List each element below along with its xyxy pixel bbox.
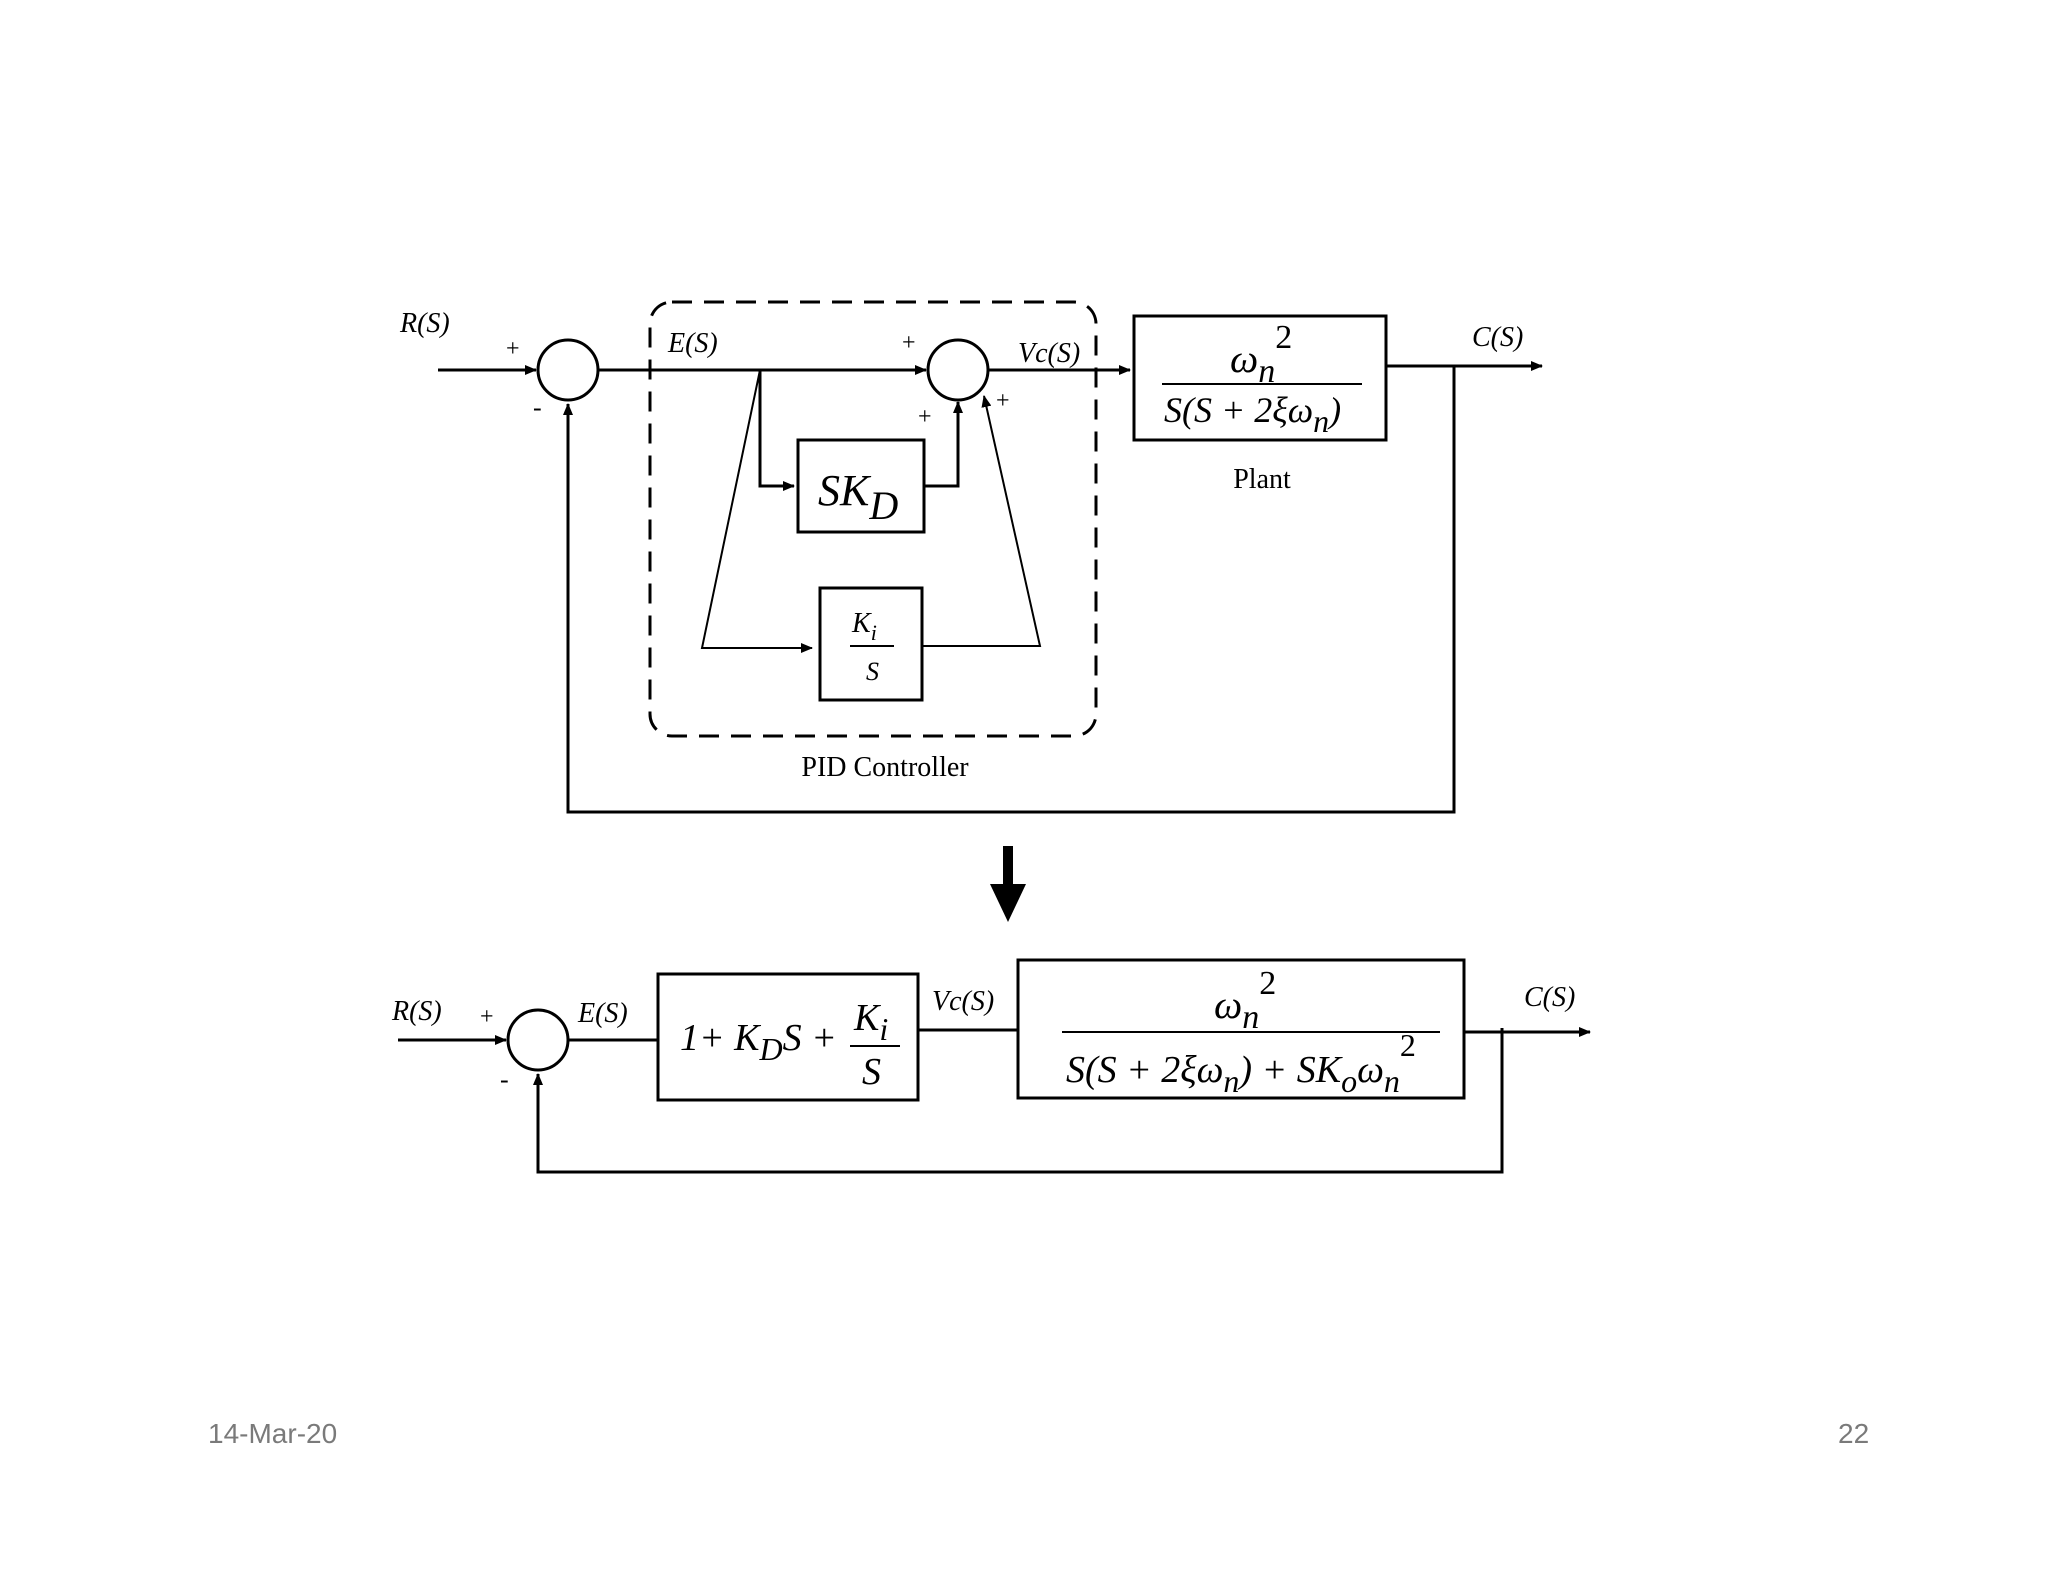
top-output-label: C(S) — [1472, 322, 1523, 353]
pid-controller-caption: PID Controller — [801, 752, 969, 783]
top-diagram: R(S) + - PID Controller E(S) SKD Ki S + … — [399, 300, 1543, 814]
sum1-minus-sign: - — [533, 393, 542, 422]
derivative-block-label: SKD — [818, 466, 898, 528]
derivative-branch-wire — [758, 370, 795, 491]
plant-caption: Plant — [1233, 464, 1291, 495]
transform-arrow — [990, 846, 1026, 922]
plant-block — [1132, 314, 1388, 442]
sum2-plus-top: + — [902, 330, 916, 356]
integral-output-wire — [922, 395, 1042, 647]
pid-controller-boundary — [648, 300, 1098, 738]
modified-plant-numerator: ωn2 — [1214, 965, 1276, 1036]
summing-junction-2 — [926, 338, 990, 402]
derivative-output-wire — [924, 401, 963, 488]
bottom-diagram: R(S) + - E(S) 1+ KDS + Ki S Vc(S) ωn2 S(… — [391, 958, 1591, 1174]
top-vc-label: Vc(S) — [1018, 338, 1080, 369]
modified-plant-denominator: S(S + 2ξωn) + SKoωn2 — [1066, 1027, 1416, 1099]
plant-numerator: ωn2 — [1230, 319, 1292, 390]
bottom-vc-label: Vc(S) — [932, 986, 994, 1017]
sum2-plus-right: + — [996, 388, 1010, 414]
bottom-output-label: C(S) — [1524, 982, 1575, 1013]
top-feedback-loop — [563, 366, 1456, 814]
pid-transfer-block — [656, 972, 920, 1102]
bottom-summing-junction — [506, 1008, 570, 1072]
sum1-plus-sign: + — [506, 336, 520, 362]
bottom-feedback-loop — [533, 1028, 1504, 1174]
integral-block-denominator: S — [866, 657, 879, 686]
bottom-sum-plus: + — [480, 1004, 494, 1030]
bottom-sum-minus: - — [500, 1065, 509, 1094]
pid-transfer-expression: 1+ KDS + — [680, 1017, 837, 1067]
integral-block — [818, 586, 924, 702]
footer-date: 14-Mar-20 — [208, 1418, 338, 1449]
sum2-plus-left: + — [918, 404, 932, 430]
pid-transfer-fraction-numerator: Ki — [853, 997, 888, 1047]
modified-plant-block — [1016, 958, 1466, 1100]
summing-junction-1 — [536, 338, 600, 402]
plant-denominator: S(S + 2ξωn) — [1164, 390, 1341, 439]
integral-block-numerator: Ki — [851, 608, 877, 645]
integral-branch-wire — [700, 369, 813, 653]
footer-page-number: 22 — [1838, 1418, 1870, 1449]
pid-transfer-fraction-denominator: S — [862, 1051, 881, 1093]
bottom-error-label: E(S) — [577, 998, 628, 1029]
bottom-input-label: R(S) — [391, 996, 442, 1027]
top-error-label: E(S) — [667, 328, 718, 359]
top-input-label: R(S) — [399, 308, 450, 339]
